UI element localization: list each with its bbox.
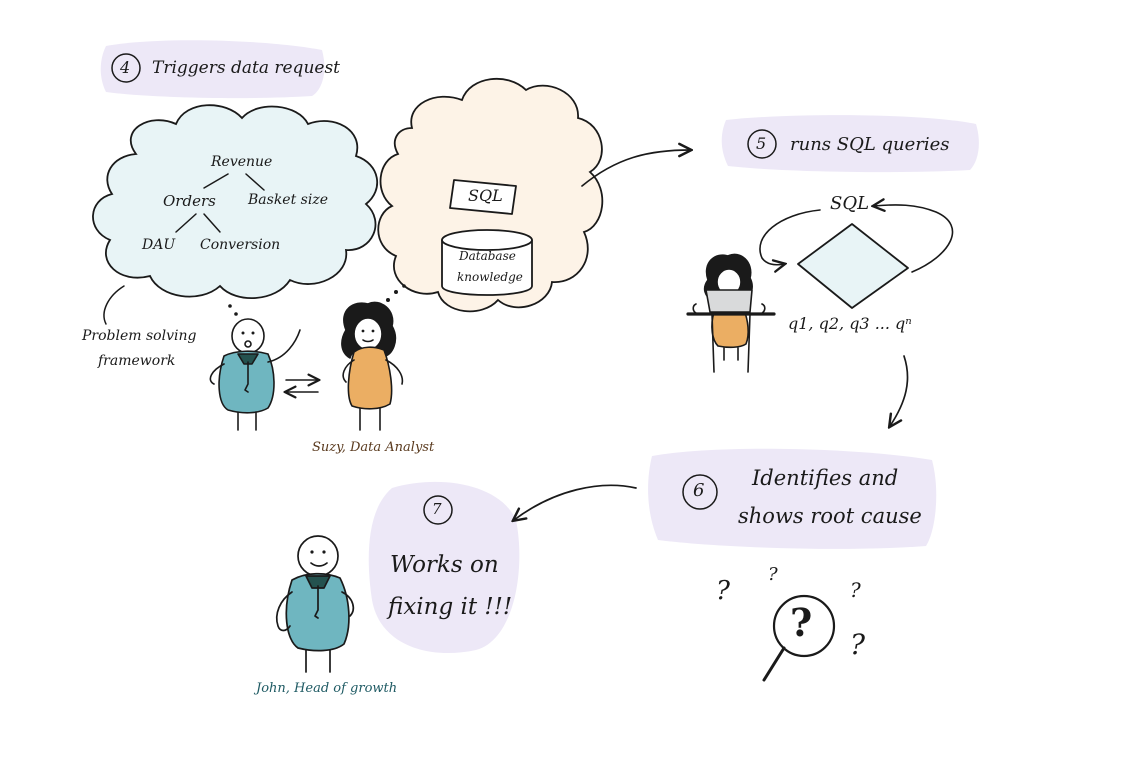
- john-figure-bottom: [275, 535, 355, 673]
- step6-line1: Identifies and: [752, 466, 899, 490]
- arrow-to-step7: [514, 484, 637, 520]
- step5-highlight: [721, 115, 979, 173]
- step7-line2: fixing it !!!: [388, 594, 513, 620]
- john-figure-top: [209, 318, 301, 431]
- sql-loop-right: [874, 205, 954, 273]
- tree-dau: DAU: [142, 237, 176, 253]
- highlights: [100, 40, 979, 654]
- tree-basket-size: Basket size: [248, 192, 328, 208]
- framework-thought-dots: [228, 304, 238, 316]
- step6-line2: shows root cause: [738, 504, 922, 528]
- step5-label: runs SQL queries: [790, 134, 950, 155]
- database-cylinder: [441, 229, 533, 296]
- tree-revenue: Revenue: [211, 154, 273, 170]
- arrow-to-step5: [581, 150, 690, 187]
- exchange-arrows: [286, 380, 318, 392]
- sql-loop-left: [759, 209, 821, 265]
- database-label-2: knowledge: [457, 270, 523, 284]
- step4-highlight: [100, 40, 325, 99]
- cloud-sql-label: SQL: [468, 186, 503, 205]
- step7-line1: Works on: [390, 552, 499, 578]
- step7-highlight: [368, 481, 520, 654]
- tree-conversion: Conversion: [200, 237, 281, 253]
- question-mark-icon: ?: [850, 578, 861, 602]
- suzy-figure: [341, 301, 404, 431]
- john-caption: John, Head of growth: [256, 681, 398, 696]
- framework-cloud: [92, 104, 379, 299]
- loop-sql-label: SQL: [830, 193, 870, 214]
- framework-label-1: Problem solving: [82, 328, 197, 344]
- question-mark-icon: ?: [768, 564, 778, 585]
- analyst-at-laptop: [686, 253, 776, 373]
- sql-diamond: [797, 223, 909, 309]
- tree-orders: Orders: [163, 192, 216, 210]
- magnifying-glass-icon: [762, 594, 836, 682]
- step5-number: 5: [756, 134, 767, 153]
- step6-highlight: [648, 448, 937, 549]
- analyst-thought-dots: [386, 284, 406, 302]
- database-label-1: Database: [459, 249, 516, 263]
- queries-label: q1, q2, q3 ... qⁿ: [788, 314, 912, 333]
- sql-card: [449, 179, 517, 215]
- step7-number: 7: [432, 500, 442, 518]
- suzy-caption: Suzy, Data Analyst: [312, 440, 435, 455]
- step4-label: Triggers data request: [152, 58, 341, 78]
- framework-label-2: framework: [98, 353, 176, 369]
- framework-pointer: [103, 285, 125, 325]
- arrow-to-step6: [890, 355, 909, 426]
- question-mark-icon: ?: [716, 576, 730, 606]
- step6-number: 6: [693, 480, 705, 501]
- framework-tree-lines: [175, 173, 265, 233]
- number-circles: [111, 53, 777, 525]
- question-mark-icon: ?: [850, 628, 866, 661]
- step4-number: 4: [120, 58, 131, 77]
- magnifier-question-icon: ?: [790, 600, 813, 645]
